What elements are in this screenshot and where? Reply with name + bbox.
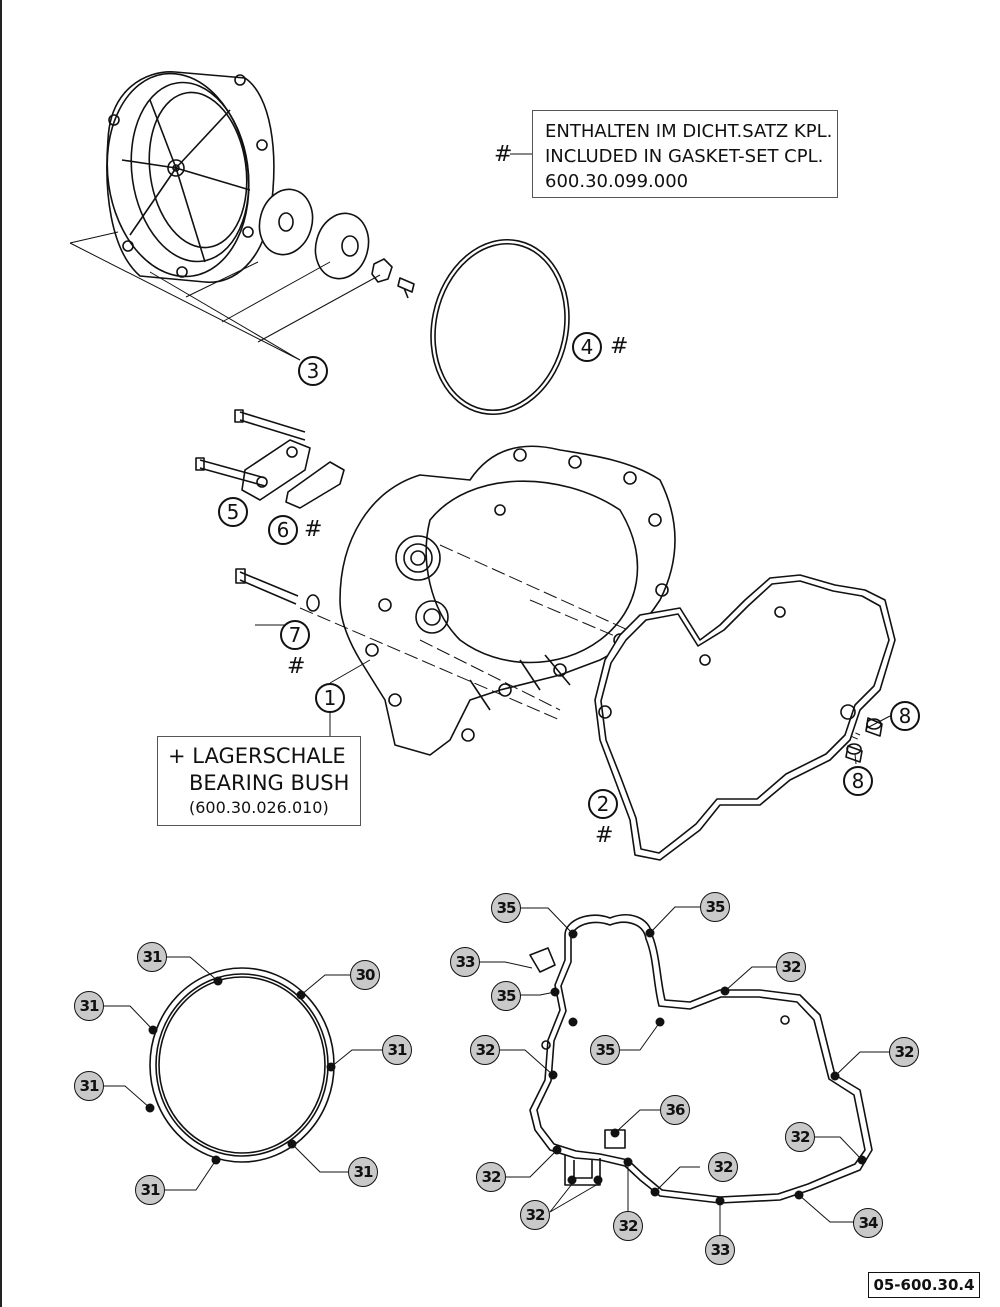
gasket-note-line-de: ENTHALTEN IM DICHT.SATZ KPL. xyxy=(545,121,833,142)
callout-part-8-lower: 8 xyxy=(843,766,873,796)
o-ring-drawing xyxy=(430,238,570,416)
fastener-callout-31: 31 xyxy=(74,991,104,1021)
bearing-note-part-number: (600.30.026.010) xyxy=(189,798,329,817)
fastener-callout-35: 35 xyxy=(491,893,521,923)
fastener-callout-32: 32 xyxy=(470,1035,500,1065)
ignition-cover-drawing xyxy=(339,445,676,756)
hash-part-4: # xyxy=(610,334,629,359)
fastener-callout-32: 32 xyxy=(520,1200,550,1230)
callout-part-2: 2 xyxy=(588,789,618,819)
gasket-note-line-en: INCLUDED IN GASKET-SET CPL. xyxy=(545,146,824,167)
fastener-callout-36: 36 xyxy=(660,1095,690,1125)
callout-part-7: 7 xyxy=(280,620,310,650)
hash-part-7: # xyxy=(287,654,306,679)
callout-part-1: 1 xyxy=(315,683,345,713)
bearing-note-line-en: BEARING BUSH xyxy=(189,771,350,795)
fastener-callout-35: 35 xyxy=(491,981,521,1011)
document-id-label: 05-600.30.4 xyxy=(868,1272,980,1298)
bolt-seven-drawing xyxy=(239,571,299,605)
cover-discs-drawing xyxy=(258,188,415,299)
gasket-note-part-number: 600.30.099.000 xyxy=(545,171,689,192)
clutch-cover-drawing xyxy=(106,71,275,283)
case-gasket-drawing xyxy=(594,574,896,861)
case-gasket-detail-drawing xyxy=(529,914,873,1204)
fastener-callout-34: 34 xyxy=(853,1208,883,1238)
fastener-callout-32: 32 xyxy=(889,1037,919,1067)
callout-part-8-upper: 8 xyxy=(890,701,920,731)
dowel-sleeves-drawing xyxy=(845,717,883,763)
hash-part-2: # xyxy=(595,823,614,848)
fastener-callout-32: 32 xyxy=(708,1152,738,1182)
fastener-callout-32: 32 xyxy=(613,1211,643,1241)
gasket-note-marker: # xyxy=(494,142,513,167)
callout-part-4: 4 xyxy=(572,332,602,362)
water-pump-cover-drawing xyxy=(195,409,345,509)
hash-part-6: # xyxy=(304,517,323,542)
fastener-callout-32: 32 xyxy=(476,1162,506,1192)
fastener-callout-31: 31 xyxy=(137,942,167,972)
callout-part-6: 6 xyxy=(268,515,298,545)
callout-part-3: 3 xyxy=(298,356,328,386)
fastener-callout-35: 35 xyxy=(590,1035,620,1065)
fastener-callout-31: 31 xyxy=(135,1175,165,1205)
fastener-callout-32: 32 xyxy=(776,952,806,982)
fastener-callout-31: 31 xyxy=(74,1071,104,1101)
fastener-callout-30: 30 xyxy=(350,960,380,990)
fastener-callout-33: 33 xyxy=(450,947,480,977)
fastener-callout-32: 32 xyxy=(785,1122,815,1152)
page-border-left xyxy=(0,0,2,1307)
bearing-bush-note: + LAGERSCHALE BEARING BUSH (600.30.026.0… xyxy=(157,736,361,826)
fastener-callout-31: 31 xyxy=(348,1157,378,1187)
fastener-callout-33: 33 xyxy=(705,1235,735,1265)
fastener-callout-31: 31 xyxy=(382,1035,412,1065)
gasket-set-note: ENTHALTEN IM DICHT.SATZ KPL. INCLUDED IN… xyxy=(532,110,838,198)
callout-part-5: 5 xyxy=(218,497,248,527)
bearing-note-line-de: + LAGERSCHALE xyxy=(168,744,346,768)
cover-gasket-detail-drawing xyxy=(149,967,335,1163)
fastener-callout-35: 35 xyxy=(700,892,730,922)
